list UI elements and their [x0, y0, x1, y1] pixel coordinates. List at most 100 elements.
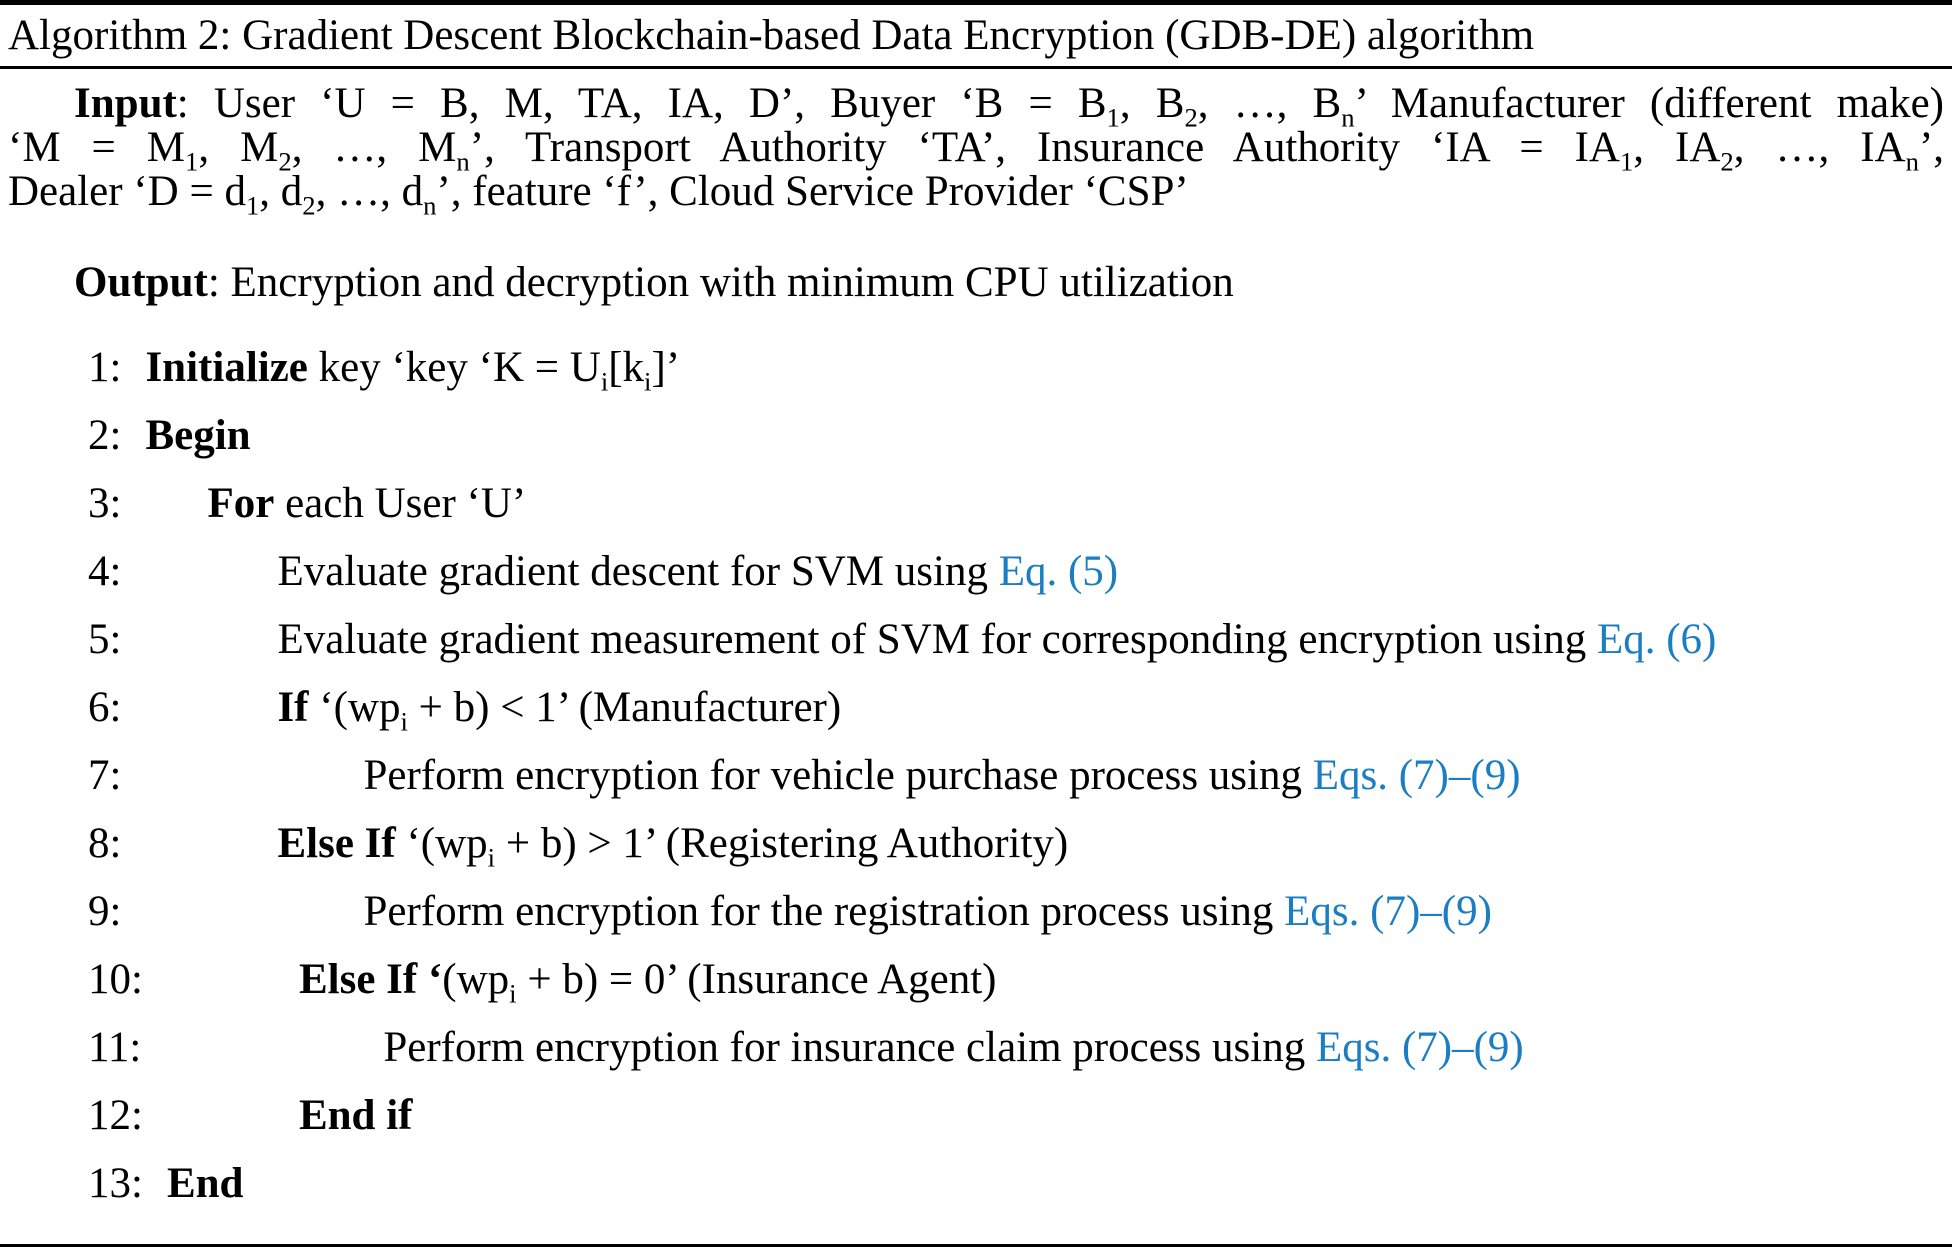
step-number: 11:: [88, 1024, 142, 1071]
step-content: Evaluate gradient measurement of SVM for…: [277, 606, 1716, 674]
text-segment: each User ‘U’: [274, 480, 527, 527]
step-number: 6:: [88, 684, 122, 731]
text-segment: Evaluate gradient descent for SVM using: [277, 548, 999, 595]
top-rule: [0, 0, 1952, 5]
step-content: Else If ‘(wpi + b) = 0’ (Insurance Agent…: [299, 946, 997, 1014]
input-line-1: Input: User ‘U = B, M, TA, IA, D’, Buyer…: [8, 80, 1945, 131]
text-segment: ’,: [1918, 124, 1945, 171]
step-number: 2:: [88, 412, 122, 459]
step-number: 1:: [88, 344, 122, 391]
step-number: 13:: [88, 1160, 143, 1207]
step-row-5: 5: Evaluate gradient measurement of SVM f…: [88, 606, 1944, 674]
subscript: 1: [1106, 102, 1120, 133]
step-row-1: 1:Initialize key ‘key ‘K = Ui[ki]’: [88, 334, 1944, 402]
text-segment: + b) > 1’ (Registering Authority): [495, 820, 1069, 867]
algorithm-title: Algorithm 2: Gradient Descent Blockchain…: [8, 12, 1535, 59]
text-segment: : Encryption and decryption with minimum…: [207, 259, 1234, 306]
text-segment: , …, B: [1197, 80, 1342, 127]
subscript: 2: [302, 190, 316, 221]
text-segment: , M: [198, 124, 279, 171]
text-segment: Perform encryption for the registration …: [363, 888, 1285, 935]
step-number: 8:: [88, 820, 122, 867]
step-row-7: 7: Perform encryption for vehicle purchas…: [88, 742, 1944, 810]
header-rule: [0, 66, 1952, 69]
step-content: Else If ‘(wpi + b) > 1’ (Registering Aut…: [277, 810, 1068, 878]
step-row-4: 4: Evaluate gradient descent for SVM usin…: [88, 538, 1944, 606]
text-segment: , …, M: [291, 124, 457, 171]
text-segment: Dealer ‘D = d: [8, 168, 246, 215]
subscript: n: [456, 146, 470, 177]
input-line-2: ‘M = M1, M2, …, Mn’, Transport Authority…: [8, 124, 1945, 175]
subscript: 2: [278, 146, 292, 177]
subscript: 1: [1619, 146, 1634, 177]
text-segment: Perform encryption for vehicle purchase …: [363, 752, 1313, 799]
text-segment: ’ Manufacturer (different make): [1354, 80, 1945, 127]
algorithm-steps: 1:Initialize key ‘key ‘K = Ui[ki]’2:Begi…: [8, 334, 1944, 1218]
step-content: If ‘(wpi + b) < 1’ (Manufacturer): [277, 674, 841, 742]
text-segment: , …, d: [315, 168, 424, 215]
text-segment: Input: [74, 80, 177, 127]
step-row-2: 2: Begin: [88, 402, 1944, 470]
subscript: n: [423, 190, 437, 221]
input-block: Input: User ‘U = B, M, TA, IA, D’, Buyer…: [8, 80, 1945, 219]
subscript: 2: [1184, 102, 1198, 133]
text-segment: If: [277, 684, 309, 731]
eq-link[interactable]: Eq. (5): [998, 548, 1119, 595]
text-segment: , d: [259, 168, 303, 215]
text-segment: Begin: [145, 412, 251, 459]
step-number: 4:: [88, 548, 122, 595]
step-number: 9:: [88, 888, 122, 935]
subscript: n: [1905, 146, 1919, 177]
step-number: 10:: [88, 956, 143, 1003]
step-content: For each User ‘U’: [207, 470, 526, 538]
step-content: Initialize key ‘key ‘K = Ui[ki]’: [145, 334, 680, 402]
step-content: Evaluate gradient descent for SVM using …: [277, 538, 1118, 606]
text-segment: + b) < 1’ (Manufacturer): [407, 684, 842, 731]
step-row-6: 6: If ‘(wpi + b) < 1’ (Manufacturer): [88, 674, 1944, 742]
eq-link[interactable]: Eq. (6): [1596, 616, 1717, 663]
text-segment: , IA: [1633, 124, 1721, 171]
text-segment: Else If ‘: [298, 956, 443, 1003]
subscript: 1: [245, 190, 260, 221]
step-row-13: 13: End: [88, 1150, 1944, 1218]
subscript: i: [509, 978, 517, 1009]
text-segment: (wp: [442, 956, 510, 1003]
text-segment: Output: [74, 259, 208, 306]
text-segment: End if: [298, 1092, 413, 1139]
step-row-12: 12: End if: [88, 1082, 1944, 1150]
step-content: Begin: [145, 402, 250, 470]
step-row-8: 8: Else If ‘(wpi + b) > 1’ (Registering A…: [88, 810, 1944, 878]
text-segment: key ‘key ‘K = U: [307, 344, 601, 391]
text-segment: + b) = 0’ (Insurance Agent): [516, 956, 997, 1003]
text-segment: , B: [1119, 80, 1185, 127]
subscript: n: [1341, 102, 1355, 133]
step-content: Perform encryption for the registration …: [363, 878, 1491, 946]
eq-link[interactable]: Eqs. (7)–(9): [1284, 888, 1492, 935]
step-number: 3:: [88, 480, 122, 527]
text-segment: ’, feature ‘f’, Cloud Service Provider ‘…: [436, 168, 1189, 215]
output-line: Output: Encryption and decryption with m…: [8, 260, 1944, 306]
step-content: Perform encryption for insurance claim p…: [383, 1014, 1523, 1082]
text-segment: ’, Transport Authority ‘TA’, Insurance A…: [469, 124, 1620, 171]
text-segment: ‘M = M: [8, 124, 186, 171]
subscript: i: [400, 706, 408, 737]
text-segment: ]’: [651, 344, 681, 391]
text-segment: : User ‘U = B, M, TA, IA, D’, Buyer ‘B =…: [176, 80, 1107, 127]
text-segment: Evaluate gradient measurement of SVM for…: [277, 616, 1597, 663]
subscript: 1: [185, 146, 199, 177]
step-row-10: 10: Else If ‘(wpi + b) = 0’ (Insurance Ag…: [88, 946, 1944, 1014]
text-segment: End: [166, 1160, 244, 1207]
subscript: i: [600, 366, 609, 397]
text-segment: Else If: [277, 820, 396, 867]
text-segment: [k: [608, 344, 645, 391]
eq-link[interactable]: Eqs. (7)–(9): [1312, 752, 1521, 799]
step-row-9: 9: Perform encryption for the registratio…: [88, 878, 1944, 946]
step-row-3: 3: For each User ‘U’: [88, 470, 1944, 538]
step-content: Perform encryption for vehicle purchase …: [363, 742, 1520, 810]
eq-link[interactable]: Eqs. (7)–(9): [1315, 1024, 1524, 1071]
step-number: 7:: [88, 752, 122, 799]
text-segment: ‘(wp: [395, 820, 488, 867]
step-number: 5:: [88, 616, 122, 663]
step-number: 12:: [88, 1092, 143, 1139]
